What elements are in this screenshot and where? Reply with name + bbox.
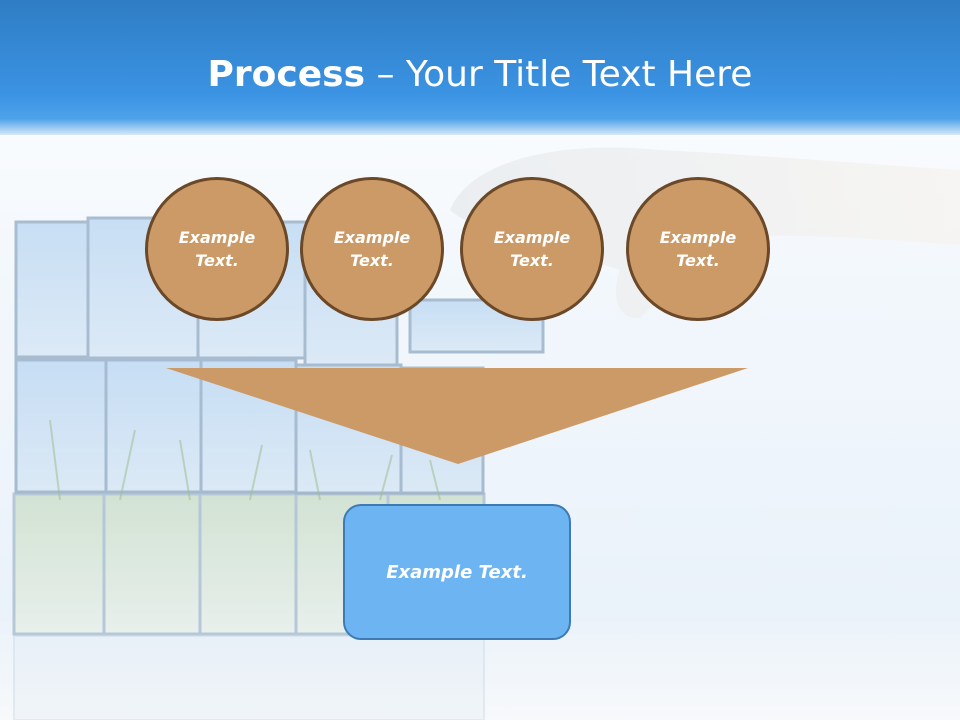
process-step-circle-4: Example Text. (626, 177, 770, 321)
result-box: Example Text. (343, 504, 571, 640)
circle-label: Example Text. (493, 228, 571, 270)
circle-label: Example Text. (659, 228, 737, 270)
circle-label: Example Text. (178, 228, 256, 270)
title-bold: Process (207, 54, 366, 95)
title-rest: – Your Title Text Here (365, 54, 753, 95)
title-banner (0, 0, 960, 135)
result-box-label: Example Text. (386, 561, 528, 583)
process-step-circle-1: Example Text. (145, 177, 289, 321)
slide-title: Process – Your Title Text Here (0, 50, 960, 100)
circle-label: Example Text. (333, 228, 411, 270)
process-step-circle-2: Example Text. (300, 177, 444, 321)
process-step-circle-3: Example Text. (460, 177, 604, 321)
